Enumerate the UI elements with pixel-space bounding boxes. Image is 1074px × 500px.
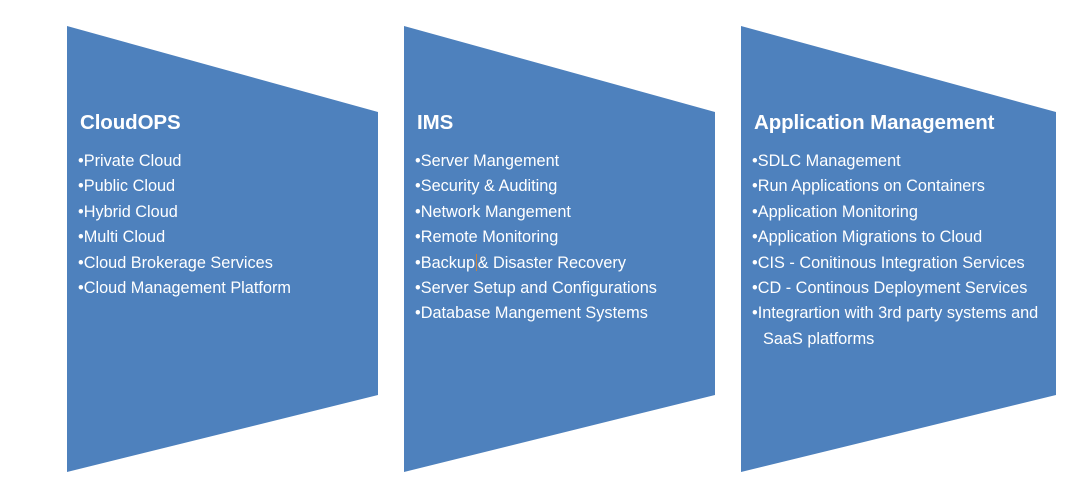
chevron-shape-cloudops	[67, 26, 378, 472]
chevron-shape-application-management	[741, 26, 1056, 472]
chevron-shape-ims	[404, 26, 715, 472]
chevron-panel-cloudops[interactable]: CloudOPS •Private Cloud •Public Cloud •H…	[60, 0, 386, 500]
chevron-panel-ims[interactable]: IMS •Server Mangement •Security & Auditi…	[397, 0, 723, 500]
chevron-panel-application-management[interactable]: Application Management •SDLC Management …	[734, 0, 1066, 500]
